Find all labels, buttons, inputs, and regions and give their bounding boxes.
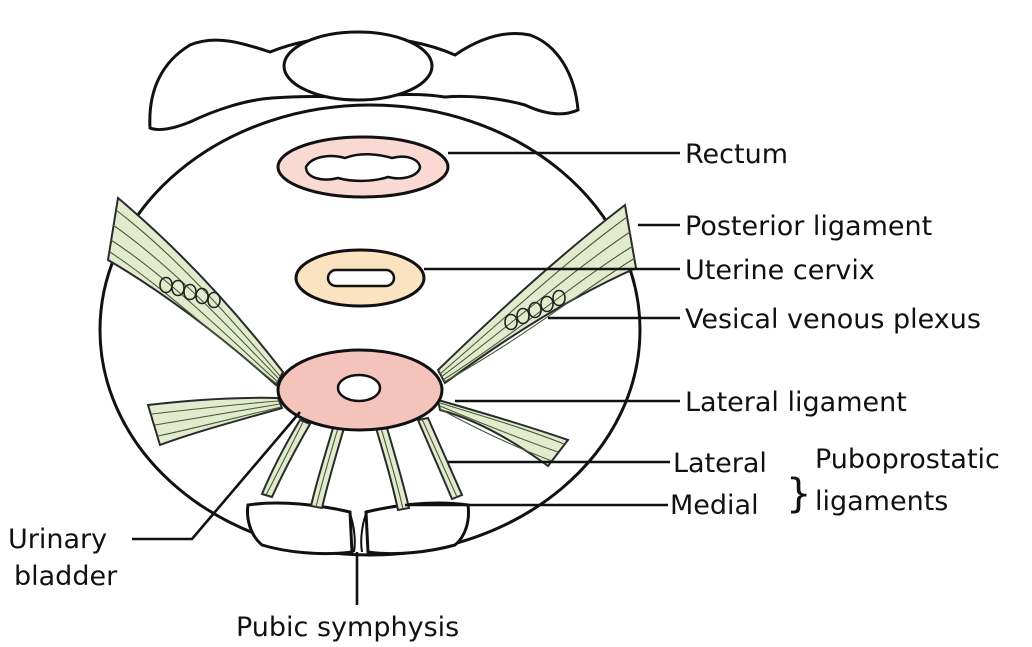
uterine-cervix <box>296 250 424 306</box>
rectum <box>278 137 448 197</box>
label-vesical-venous-plexus: Vesical venous plexus <box>685 304 981 335</box>
label-medial: Medial <box>670 490 759 521</box>
label-puboprostatic: Puboprostatic <box>815 444 1000 475</box>
rectal-lumen <box>306 154 420 181</box>
cervical-canal <box>328 270 394 286</box>
label-bladder: bladder <box>14 561 118 592</box>
pubic-bone-left <box>248 503 352 554</box>
bladder-lumen <box>338 375 380 401</box>
label-posterior-ligament: Posterior ligament <box>685 211 932 242</box>
vertebral-body <box>284 32 432 100</box>
brace-puboprostatic: } <box>786 471 811 517</box>
label-lateral-ligament: Lateral ligament <box>685 387 907 418</box>
label-rectum: Rectum <box>685 139 788 170</box>
label-uterine-cervix: Uterine cervix <box>685 255 875 286</box>
urinary-bladder <box>278 350 442 430</box>
label-urinary: Urinary <box>8 524 107 555</box>
label-ligaments: ligaments <box>815 486 948 517</box>
label-lateral: Lateral <box>673 448 767 479</box>
label-pubic-symphysis: Pubic symphysis <box>236 612 459 643</box>
pubic-bone-right <box>366 503 468 554</box>
